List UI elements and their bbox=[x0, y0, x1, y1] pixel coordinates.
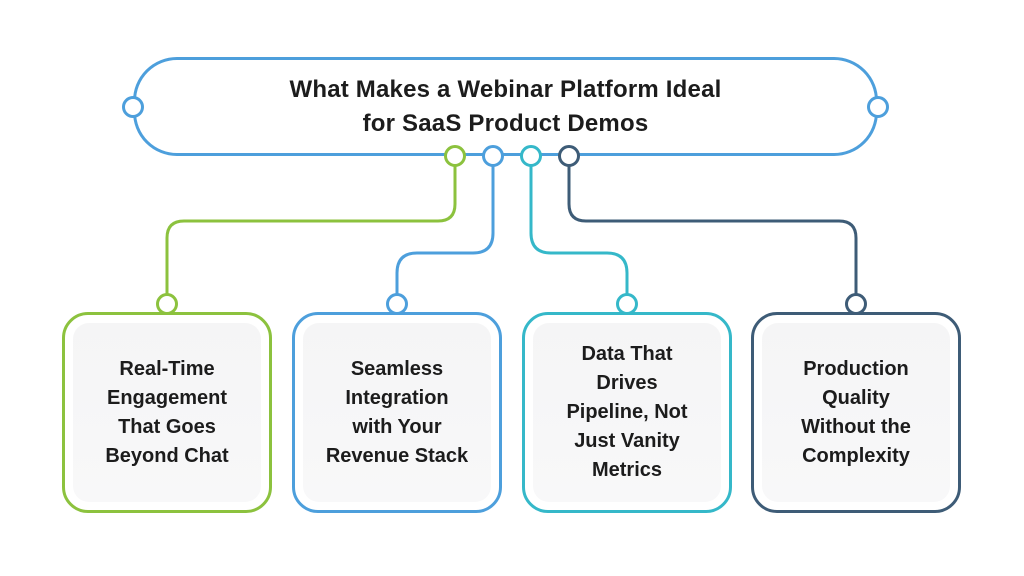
diagram-title: What Makes a Webinar Platform Ideal for … bbox=[289, 75, 722, 137]
root-node-webinar-platform: What Makes a Webinar Platform Ideal for … bbox=[133, 57, 878, 156]
node-real-time-engagement: Real-Time Engagement That Goes Beyond Ch… bbox=[62, 312, 272, 513]
node-label: Production Quality Without the Complexit… bbox=[801, 357, 911, 467]
node-label: Data That Drives Pipeline, Not Just Vani… bbox=[566, 343, 688, 481]
node-panel: Data That Drives Pipeline, Not Just Vani… bbox=[533, 323, 721, 502]
port-node-teal bbox=[616, 293, 638, 315]
port-node-green bbox=[156, 293, 178, 315]
connector-dark bbox=[567, 154, 858, 306]
connector-blue bbox=[395, 154, 495, 306]
node-label: Real-Time Engagement That Goes Beyond Ch… bbox=[105, 357, 229, 467]
node-label: Seamless Integration with Your Revenue S… bbox=[325, 357, 469, 467]
node-panel: Production Quality Without the Complexit… bbox=[762, 323, 950, 502]
node-data-drives-pipeline: Data That Drives Pipeline, Not Just Vani… bbox=[522, 312, 732, 513]
connector-green bbox=[165, 154, 457, 306]
node-seamless-integration: Seamless Integration with Your Revenue S… bbox=[292, 312, 502, 513]
port-node-blue bbox=[386, 293, 408, 315]
node-production-quality: Production Quality Without the Complexit… bbox=[751, 312, 961, 513]
port-node-dark bbox=[845, 293, 867, 315]
node-panel: Real-Time Engagement That Goes Beyond Ch… bbox=[73, 323, 261, 502]
connector-teal bbox=[529, 154, 629, 306]
node-panel: Seamless Integration with Your Revenue S… bbox=[303, 323, 491, 502]
